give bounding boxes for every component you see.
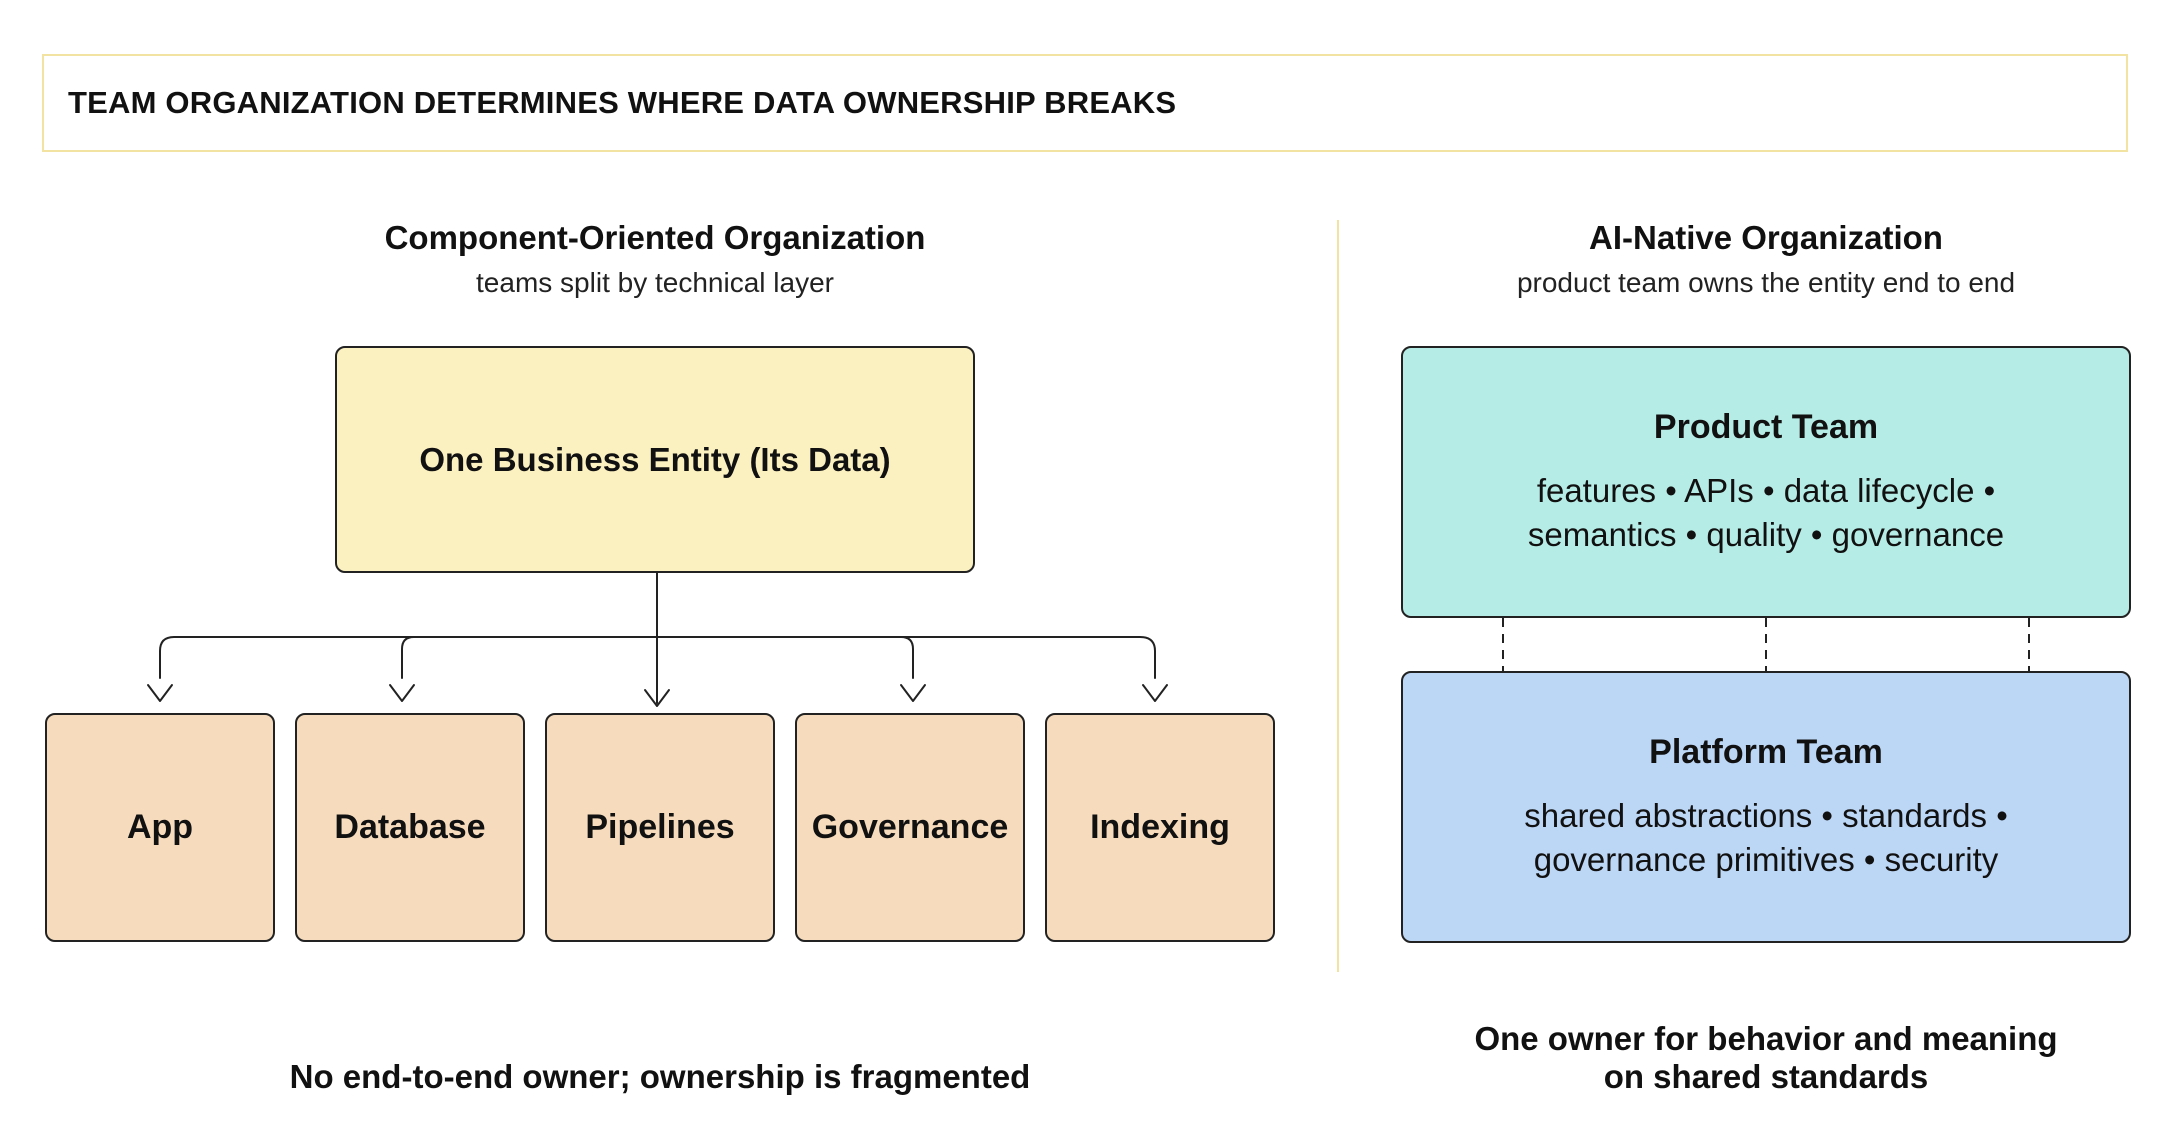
left-panel-heading: Component-Oriented Organization xyxy=(384,219,926,256)
panel-divider xyxy=(1337,220,1339,972)
platform-team-title: Platform Team xyxy=(1649,732,1883,771)
platform-team-box: Platform Team shared abstractions • stan… xyxy=(1401,671,2131,943)
right-panel-footer-line1: One owner for behavior and meaning xyxy=(1474,1020,2058,1057)
component-box-pipelines: Pipelines xyxy=(545,713,775,942)
arrowhead-indexing xyxy=(1142,684,1168,702)
product-team-box: Product Team features • APIs • data life… xyxy=(1401,346,2131,618)
component-label-indexing: Indexing xyxy=(1090,808,1230,846)
right-panel-heading: AI-Native Organization xyxy=(1589,219,1943,256)
title-banner: TEAM ORGANIZATION DETERMINES WHERE DATA … xyxy=(42,54,2128,152)
right-panel-footer-line2: on shared standards xyxy=(1603,1058,1929,1095)
component-box-indexing: Indexing xyxy=(1045,713,1275,942)
component-label-app: App xyxy=(126,808,194,846)
business-entity-label: One Business Entity (Its Data) xyxy=(419,440,891,478)
business-entity-box: One Business Entity (Its Data) xyxy=(335,346,975,573)
component-label-pipelines: Pipelines xyxy=(585,808,735,846)
right-panel-subheading: product team owns the entity end to end xyxy=(1516,267,2016,298)
diagram-title: TEAM ORGANIZATION DETERMINES WHERE DATA … xyxy=(68,85,1177,120)
left-panel-subheading: teams split by technical layer xyxy=(476,267,834,298)
product-team-desc-line1: features • APIs • data lifecycle • xyxy=(1536,471,1996,509)
branch-database-line xyxy=(401,636,415,679)
component-box-governance: Governance xyxy=(795,713,1025,942)
product-team-desc-line2: semantics • quality • governance xyxy=(1527,515,2005,553)
product-team-title: Product Team xyxy=(1653,407,1879,446)
component-box-app: App xyxy=(45,713,275,942)
arrowhead-app xyxy=(147,684,173,702)
component-label-database: Database xyxy=(334,808,486,846)
platform-team-desc-line2: governance primitives • security xyxy=(1533,840,1999,878)
branch-bus-line xyxy=(159,636,1156,679)
left-panel-footer: No end-to-end owner; ownership is fragme… xyxy=(289,1058,1031,1095)
platform-team-desc-line1: shared abstractions • standards • xyxy=(1524,796,2008,834)
branch-governance-line xyxy=(900,636,914,679)
arrowhead-pipelines xyxy=(644,689,670,707)
component-box-database: Database xyxy=(295,713,525,942)
component-label-governance: Governance xyxy=(811,808,1009,846)
arrowhead-database xyxy=(389,684,415,702)
arrowhead-governance xyxy=(900,684,926,702)
